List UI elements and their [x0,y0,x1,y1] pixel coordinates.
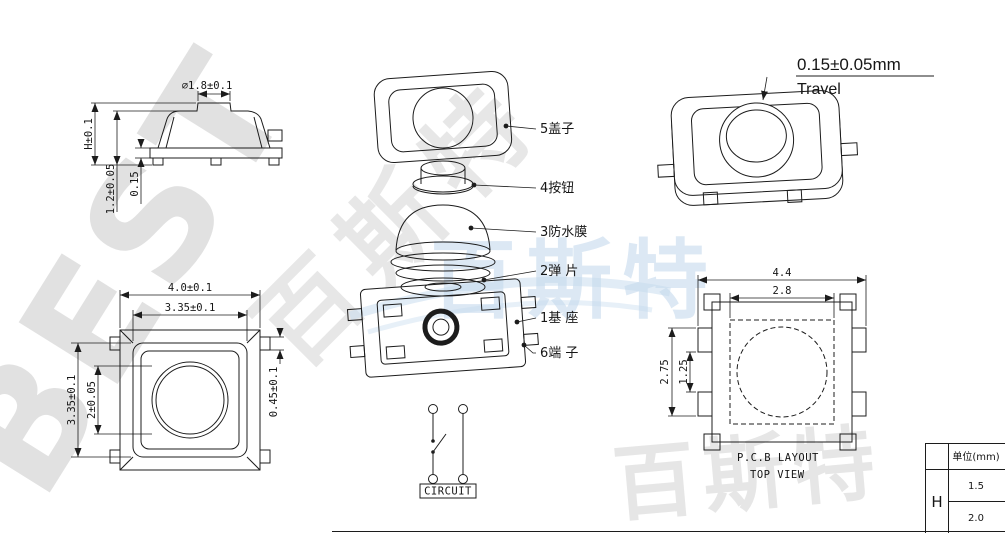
part-labels: 5盖子 4按钮 3防水膜 2弹 片 1基 座 6端 子 [468,122,587,361]
pcb-outline [697,293,867,451]
dim-text-pcb-inner: 2.8 [773,285,792,297]
circuit-caption: CIRCUIT [424,486,472,498]
dim-text-pcb-overall: 4.4 [773,267,792,279]
watermark-swoosh [348,276,671,321]
dim-base-height: 1.2±0.05 [105,110,180,215]
top-view: 4.0±0.1 3.35±0.1 3.35±0.1 2±0.05 0.45± [66,282,284,471]
dim-text-pad-gap: 1.25 [678,359,690,384]
dim-pcb-overall-width: 4.4 [697,267,867,326]
dim-text-inner-height: 2±0.05 [86,381,98,419]
label-base: 1基 座 [540,311,578,326]
travel-annotation: 0.15±0.05mm Travel [761,55,934,101]
dim-pcb-inner-width: 2.8 [729,285,835,318]
pcb-caption-line2: TOP VIEW [750,469,805,481]
travel-word-text: Travel [797,81,841,98]
dim-text-total-height: H±0.1 [83,118,95,150]
side-view-part-outline [149,102,283,166]
dim-outer-height: 3.35±0.1 [66,342,131,458]
dim-outer-width: 4.0±0.1 [119,282,261,328]
top-view-part-outline [109,329,271,471]
dim-travel-gap: 0.15 [129,139,160,204]
pcb-layout-view: 4.4 2.8 2.75 1.25 P.C.B LAYOUT TOP VIEW [659,267,867,481]
travel-value-text: 0.15±0.05mm [797,55,901,74]
dim-text-outer-width: 4.0±0.1 [168,282,212,294]
exploded-view: 5盖子 4按钮 3防水膜 2弹 片 1基 座 6端 子 [346,71,587,378]
dim-inner-height: 2±0.05 [86,365,152,435]
dim-text-travel-gap: 0.15 [129,171,141,196]
label-membrane: 3防水膜 [540,224,587,240]
label-terminal: 6端 子 [540,346,578,361]
dim-inner-width: 3.35±0.1 [132,302,248,341]
title-block: 单位(mm) 1.5 2.0 H [925,443,1005,533]
contact-dot [431,439,435,443]
part-cover [373,71,513,163]
watermark-swoosh-thin [367,300,653,335]
title-block-unit-label: 单位(mm) [952,450,999,463]
pcb-caption-line1: P.C.B LAYOUT [737,452,819,464]
watermark-chinese-corner: 百斯特 [609,416,886,533]
dim-text-base-height: 1.2±0.05 [105,164,117,215]
dim-pcb-pad-row-span: 2.75 [659,327,696,417]
circuit-diagram: CIRCUIT [419,404,477,499]
part-membrane [390,204,496,282]
label-cover: 5盖子 [540,122,574,137]
side-view: ⌀1.8±0.1 H±0.1 1.2±0.05 0.15 [83,80,283,215]
label-spring: 2弹 片 [540,264,578,279]
dim-terminal-width: 0.45±0.1 [268,328,284,418]
label-button: 4按钮 [540,181,574,196]
dim-text-diameter: ⌀1.8±0.1 [182,80,233,92]
perspective-view: 0.15±0.05mm Travel [657,55,934,206]
dim-text-inner-width: 3.35±0.1 [165,302,216,314]
dim-text-pad-row-span: 2.75 [659,359,671,384]
perspective-body [657,90,859,206]
title-block-value-2: 2.0 [968,513,984,524]
dim-text-terminal: 0.45±0.1 [268,367,280,418]
dim-pcb-pad-gap: 1.25 [678,351,696,393]
dim-button-diameter: ⌀1.8±0.1 [182,80,233,101]
title-block-value-1: 1.5 [968,481,984,492]
part-base [346,278,539,378]
title-block-param-name: H [931,493,942,511]
dim-text-outer-height: 3.35±0.1 [66,375,78,426]
switch-arm [432,433,447,453]
